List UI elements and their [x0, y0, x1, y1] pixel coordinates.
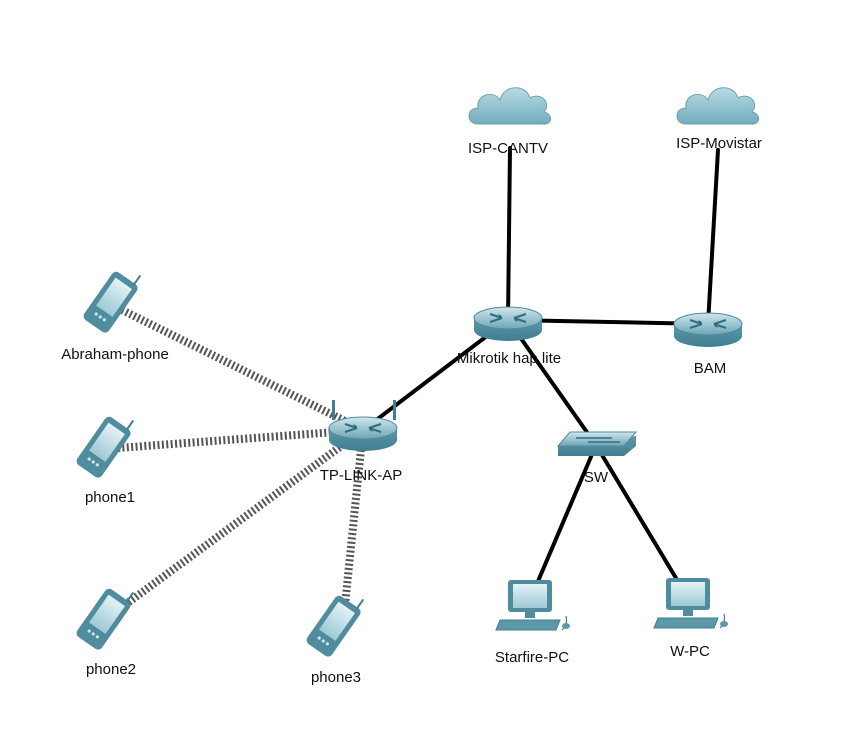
phone-icon[interactable]	[75, 579, 139, 652]
switch-label: SW	[583, 469, 609, 486]
link-sw-wpc	[594, 443, 690, 600]
link-isp_cantv-mikrotik	[506, 146, 512, 322]
link-phone2-tplink	[115, 426, 366, 614]
tp-link-ap-label: TP-LINK-AP	[319, 467, 403, 484]
router-icon[interactable]	[673, 312, 743, 347]
link-mikrotik-sw	[506, 318, 598, 447]
link-abraham-tplink	[120, 306, 365, 434]
abraham-phone-label: Abraham-phone	[61, 346, 169, 363]
link-phone3-tplink	[341, 429, 367, 606]
mikrotik-label: Mikrotik hap lite	[456, 350, 562, 367]
isp-cantv-label: ISP-CANTV	[467, 140, 549, 157]
nodes-layer	[75, 87, 759, 659]
phone1-label: phone1	[84, 489, 136, 506]
phone-icon[interactable]	[75, 407, 139, 480]
link-isp_movistar-bam	[706, 148, 720, 326]
link-sw-starfire	[528, 443, 598, 602]
phone-icon[interactable]	[82, 262, 146, 335]
link-phone1-tplink	[117, 426, 364, 452]
links-layer	[115, 146, 720, 614]
w-pc-label: W-PC	[670, 643, 710, 660]
pc-icon[interactable]	[653, 578, 728, 629]
bam-label: BAM	[693, 360, 727, 377]
starfire-pc-label: Starfire-PC	[494, 649, 570, 666]
cloud-icon[interactable]	[676, 87, 759, 125]
link-mikrotik-tplink	[361, 318, 510, 432]
cloud-icon[interactable]	[468, 87, 551, 125]
switch-icon[interactable]	[556, 431, 638, 456]
phone3-label: phone3	[310, 669, 362, 686]
phone-icon[interactable]	[305, 586, 369, 659]
pc-icon[interactable]	[495, 580, 570, 631]
wireless-router-icon[interactable]	[328, 400, 398, 451]
isp-movistar-label: ISP-Movistar	[676, 135, 762, 152]
router-icon[interactable]	[473, 306, 543, 341]
phone2-label: phone2	[85, 661, 137, 678]
